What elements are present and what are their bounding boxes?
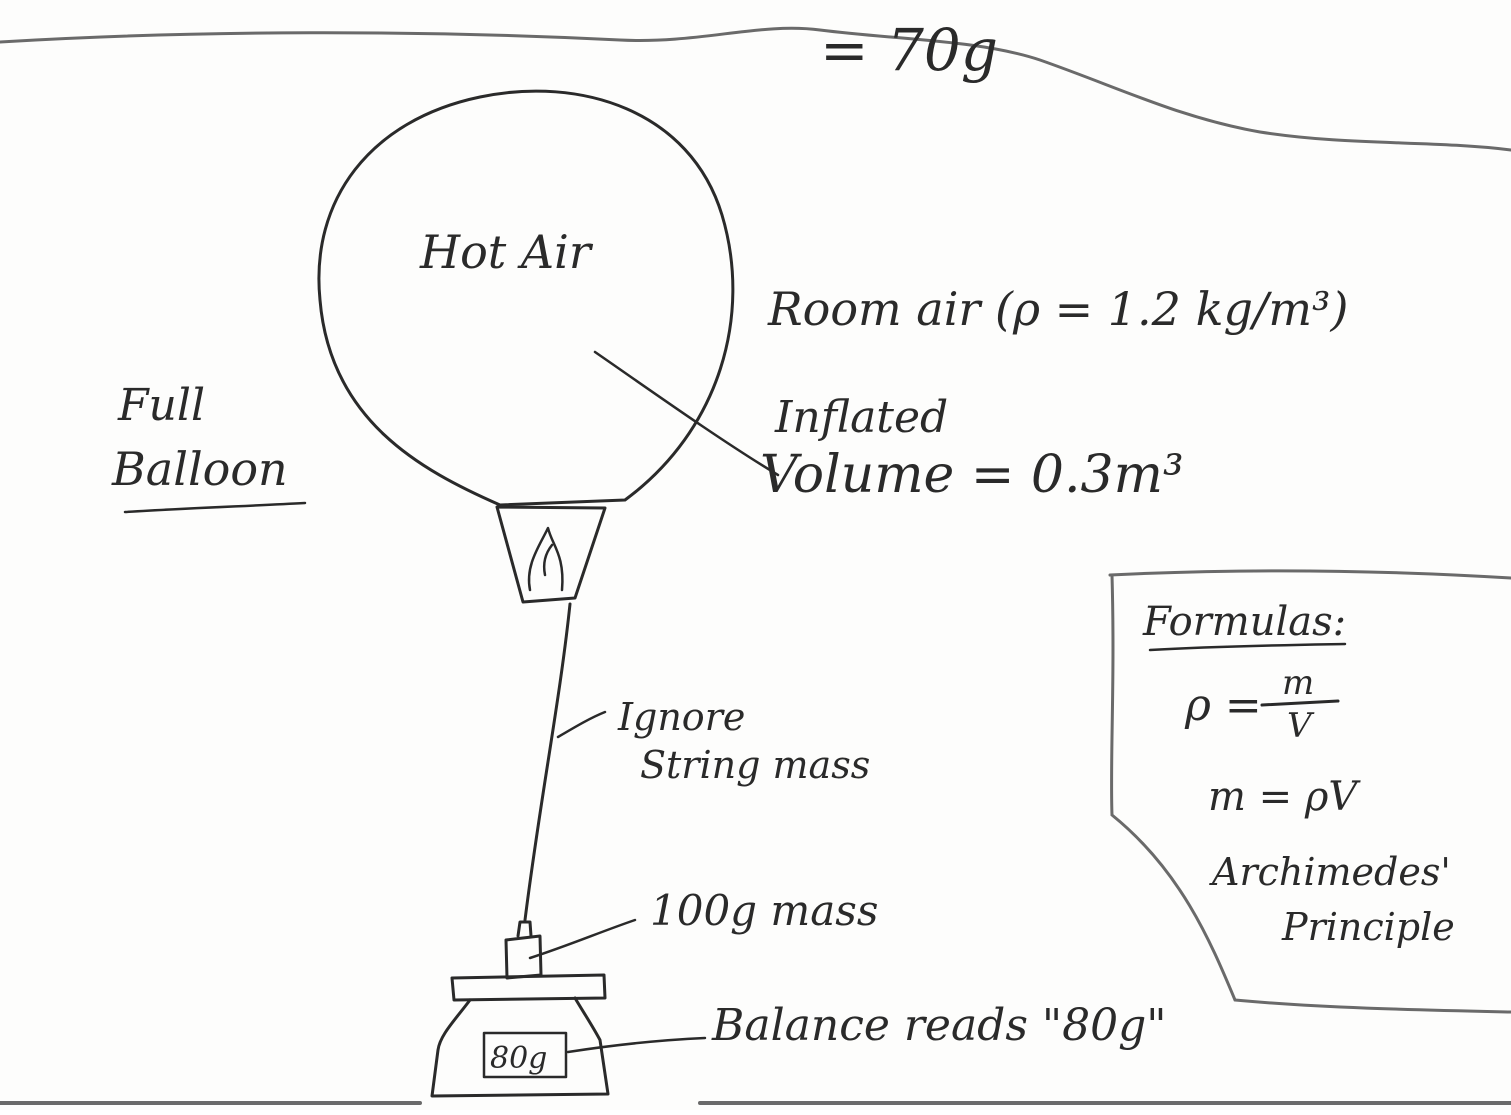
string-mass-label: String mass <box>640 743 870 787</box>
flame-icon <box>527 526 564 592</box>
principle-line2: Principle <box>1281 905 1455 949</box>
volume-pointer-line <box>593 350 780 477</box>
formulas-underline <box>1148 642 1347 652</box>
hot-air-label: Hot Air <box>419 225 594 279</box>
string-pointer-line <box>556 710 607 739</box>
balance-reads-label: Balance reads "80g" <box>711 1000 1167 1051</box>
balance-scale: 80g <box>430 973 610 1098</box>
formulas-heading: Formulas: <box>1142 599 1346 645</box>
full-balloon-line1: Full <box>117 380 205 431</box>
balance-display <box>482 1031 568 1079</box>
ignore-label: Ignore <box>617 695 745 739</box>
balance-display-reading: 80g <box>490 1041 547 1076</box>
top-result-text: = 70g <box>820 16 998 84</box>
balloon-envelope <box>317 89 735 507</box>
tether-string <box>523 602 572 922</box>
mass-pointer-line <box>528 918 637 960</box>
full-balloon-line2: Balloon <box>111 442 288 496</box>
fraction-bar <box>1260 699 1340 707</box>
balance-pointer-line <box>566 1036 707 1054</box>
formulas-box-border <box>1108 569 1511 1014</box>
torn-edge-top-line <box>0 26 1511 152</box>
mass-formula: m = ρV <box>1208 774 1361 820</box>
density-denominator: V <box>1287 706 1315 746</box>
density-numerator: m <box>1282 663 1314 703</box>
mass-block <box>504 920 543 980</box>
mass-100g-label: 100g mass <box>650 886 878 935</box>
inflated-label: Inflated <box>774 392 948 443</box>
density-lhs: ρ = <box>1184 680 1262 731</box>
full-balloon-underline <box>123 501 307 514</box>
principle-line1: Archimedes' <box>1209 850 1451 894</box>
room-air-label: Room air (ρ = 1.2 kg/m³) <box>767 282 1348 336</box>
burner-basket <box>495 505 607 604</box>
volume-label: Volume = 0.3m³ <box>760 445 1184 505</box>
